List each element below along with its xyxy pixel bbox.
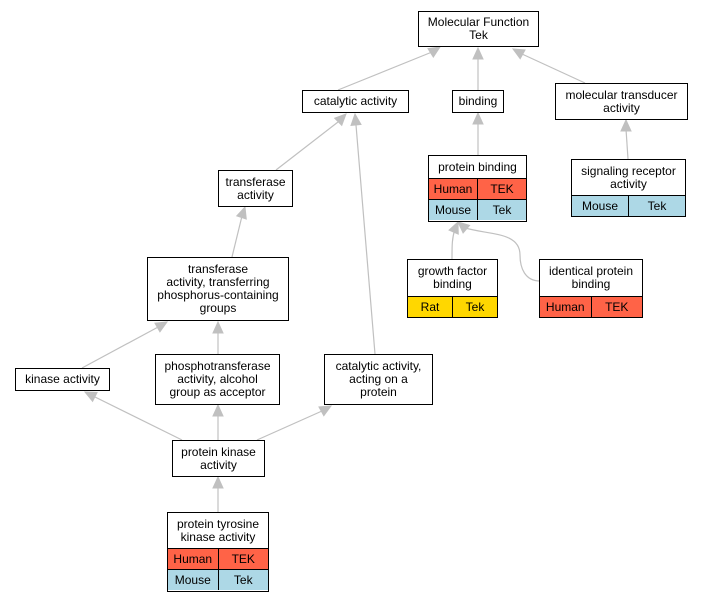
edge-cat-protein-to-catalytic <box>350 112 376 355</box>
gene-cell: TEK <box>477 179 526 199</box>
species-row-mouse: Mouse Tek <box>429 199 526 220</box>
edge-protein-binding-to-binding <box>472 111 484 155</box>
gene-cell: Tek <box>477 200 526 220</box>
node-label: catalytic activity, acting on a protein <box>335 359 422 399</box>
species-cell: Human <box>429 179 477 199</box>
arrowhead <box>212 475 224 489</box>
species-row-mouse: Mouse Tek <box>168 569 268 590</box>
gene-cell: Tek <box>452 297 497 317</box>
node-molecular-function[interactable]: Molecular Function Tek <box>418 11 539 47</box>
gene-cell: Tek <box>628 196 685 216</box>
node-label: transferase activity, transferring phosp… <box>157 262 279 315</box>
gene-cell: Tek <box>217 570 268 590</box>
node-label: identical protein binding <box>548 264 634 291</box>
edge-protein-kinase-to-kinase <box>83 391 183 441</box>
node-growth-factor-binding[interactable]: growth factor binding Rat Tek <box>407 259 498 318</box>
gene-cell: TEK <box>217 549 268 569</box>
edge-phospho-to-transferase <box>231 205 247 258</box>
node-label: catalytic activity <box>313 94 398 108</box>
species-cell: Mouse <box>168 570 218 590</box>
node-label: transferase activity <box>225 174 286 202</box>
arrowhead <box>318 405 333 417</box>
edge-transferase-to-catalytic <box>275 113 347 171</box>
node-label: Molecular Function Tek <box>427 15 530 42</box>
arrowhead <box>472 111 484 125</box>
arrowhead <box>235 205 247 220</box>
arrowhead <box>212 403 224 417</box>
arrowhead <box>83 391 98 403</box>
species-row-human: Human TEK <box>168 548 268 569</box>
edge-tyrosine-to-protein-kinase <box>212 475 224 512</box>
edge-catalytic-to-mf <box>337 46 442 91</box>
node-label: molecular transducer activity <box>565 87 678 115</box>
species-cell: Mouse <box>429 200 477 220</box>
node-protein-kinase-activity[interactable]: protein kinase activity <box>172 440 265 477</box>
arrowhead <box>457 221 471 234</box>
arrowhead <box>448 220 459 235</box>
node-molecular-transducer-activity[interactable]: molecular transducer activity <box>555 83 688 120</box>
arrowhead <box>333 113 347 127</box>
node-kinase-activity[interactable]: kinase activity <box>15 368 110 391</box>
node-label: protein binding <box>438 159 517 174</box>
arrowhead <box>350 112 362 126</box>
edge-growth-to-protein-binding <box>448 220 459 260</box>
species-row-mouse: Mouse Tek <box>572 195 685 216</box>
node-label: signaling receptor activity <box>581 163 676 191</box>
species-row-rat: Rat Tek <box>408 296 497 317</box>
edge-protein-kinase-to-phosphotransferase <box>212 403 224 440</box>
node-transferase-activity[interactable]: transferase activity <box>218 170 293 207</box>
edge-transducer-to-mf <box>511 48 586 84</box>
arrowhead <box>620 118 632 132</box>
arrowhead <box>427 46 442 58</box>
node-phosphorus-transferase[interactable]: transferase activity, transferring phosp… <box>147 257 289 321</box>
node-catalytic-activity[interactable]: catalytic activity <box>302 90 409 113</box>
node-binding[interactable]: binding <box>452 90 504 113</box>
arrowhead <box>472 46 484 60</box>
arrowhead <box>511 48 526 60</box>
species-cell: Rat <box>408 297 452 317</box>
node-label: binding <box>458 94 498 108</box>
node-label: kinase activity <box>25 372 100 386</box>
node-catalytic-acting-on-protein[interactable]: catalytic activity, acting on a protein <box>324 354 433 405</box>
species-row-human: Human TEK <box>429 178 526 199</box>
species-row-human: Human TEK <box>540 296 642 317</box>
edge-binding-to-mf <box>472 46 484 90</box>
node-identical-protein-binding[interactable]: identical protein binding Human TEK <box>539 259 643 318</box>
species-cell: Human <box>540 297 591 317</box>
arrowhead <box>154 321 169 333</box>
node-label: growth factor binding <box>417 264 488 291</box>
species-cell: Mouse <box>572 196 628 216</box>
node-protein-tyrosine-kinase-activity[interactable]: protein tyrosine kinase activity Human T… <box>167 512 269 592</box>
species-cell: Human <box>168 549 218 569</box>
gene-cell: TEK <box>590 297 642 317</box>
node-label: protein tyrosine kinase activity <box>176 516 260 544</box>
node-phosphotransferase-alcohol[interactable]: phosphotransferase activity, alcohol gro… <box>155 354 280 405</box>
node-label: phosphotransferase activity, alcohol gro… <box>164 359 271 399</box>
node-label: protein kinase activity <box>181 444 256 472</box>
arrowhead <box>212 320 224 334</box>
edge-signaling-to-transducer <box>620 118 632 160</box>
edge-kinase-to-phospho <box>81 321 169 369</box>
edge-protein-kinase-to-cat-protein <box>256 405 333 441</box>
edge-phosphotransferase-to-phospho <box>212 320 224 354</box>
edge-identical-to-protein-binding <box>457 221 541 282</box>
node-protein-binding[interactable]: protein binding Human TEK Mouse Tek <box>428 155 527 222</box>
node-signaling-receptor-activity[interactable]: signaling receptor activity Mouse Tek <box>571 159 686 217</box>
